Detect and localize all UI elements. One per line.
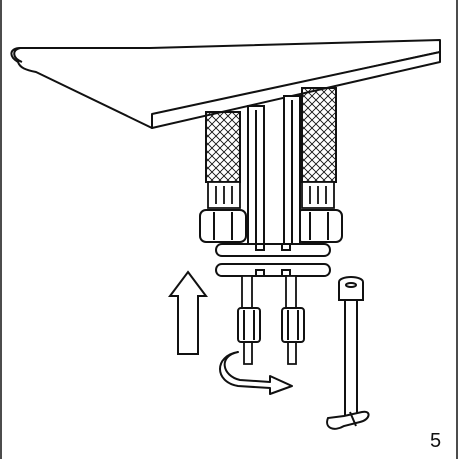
crimp-sleeve-left (208, 182, 240, 208)
braided-hose-right (302, 88, 336, 182)
install-arrow-up (170, 272, 206, 354)
washer-plate-upper (216, 244, 330, 256)
socket-wrench-tool (327, 277, 368, 429)
countertop-slab (11, 40, 440, 128)
hose-nut-left (200, 210, 246, 242)
hex-nut-right (282, 308, 304, 342)
braided-hose-left (206, 112, 240, 182)
step-number: 5 (430, 430, 442, 452)
rotate-arrow (220, 352, 292, 394)
hose-nut-right (296, 210, 342, 242)
mounting-body (248, 96, 300, 254)
crimp-sleeve-right (302, 182, 334, 208)
washer-plate-lower (216, 264, 330, 276)
hex-nut-left (238, 308, 260, 342)
